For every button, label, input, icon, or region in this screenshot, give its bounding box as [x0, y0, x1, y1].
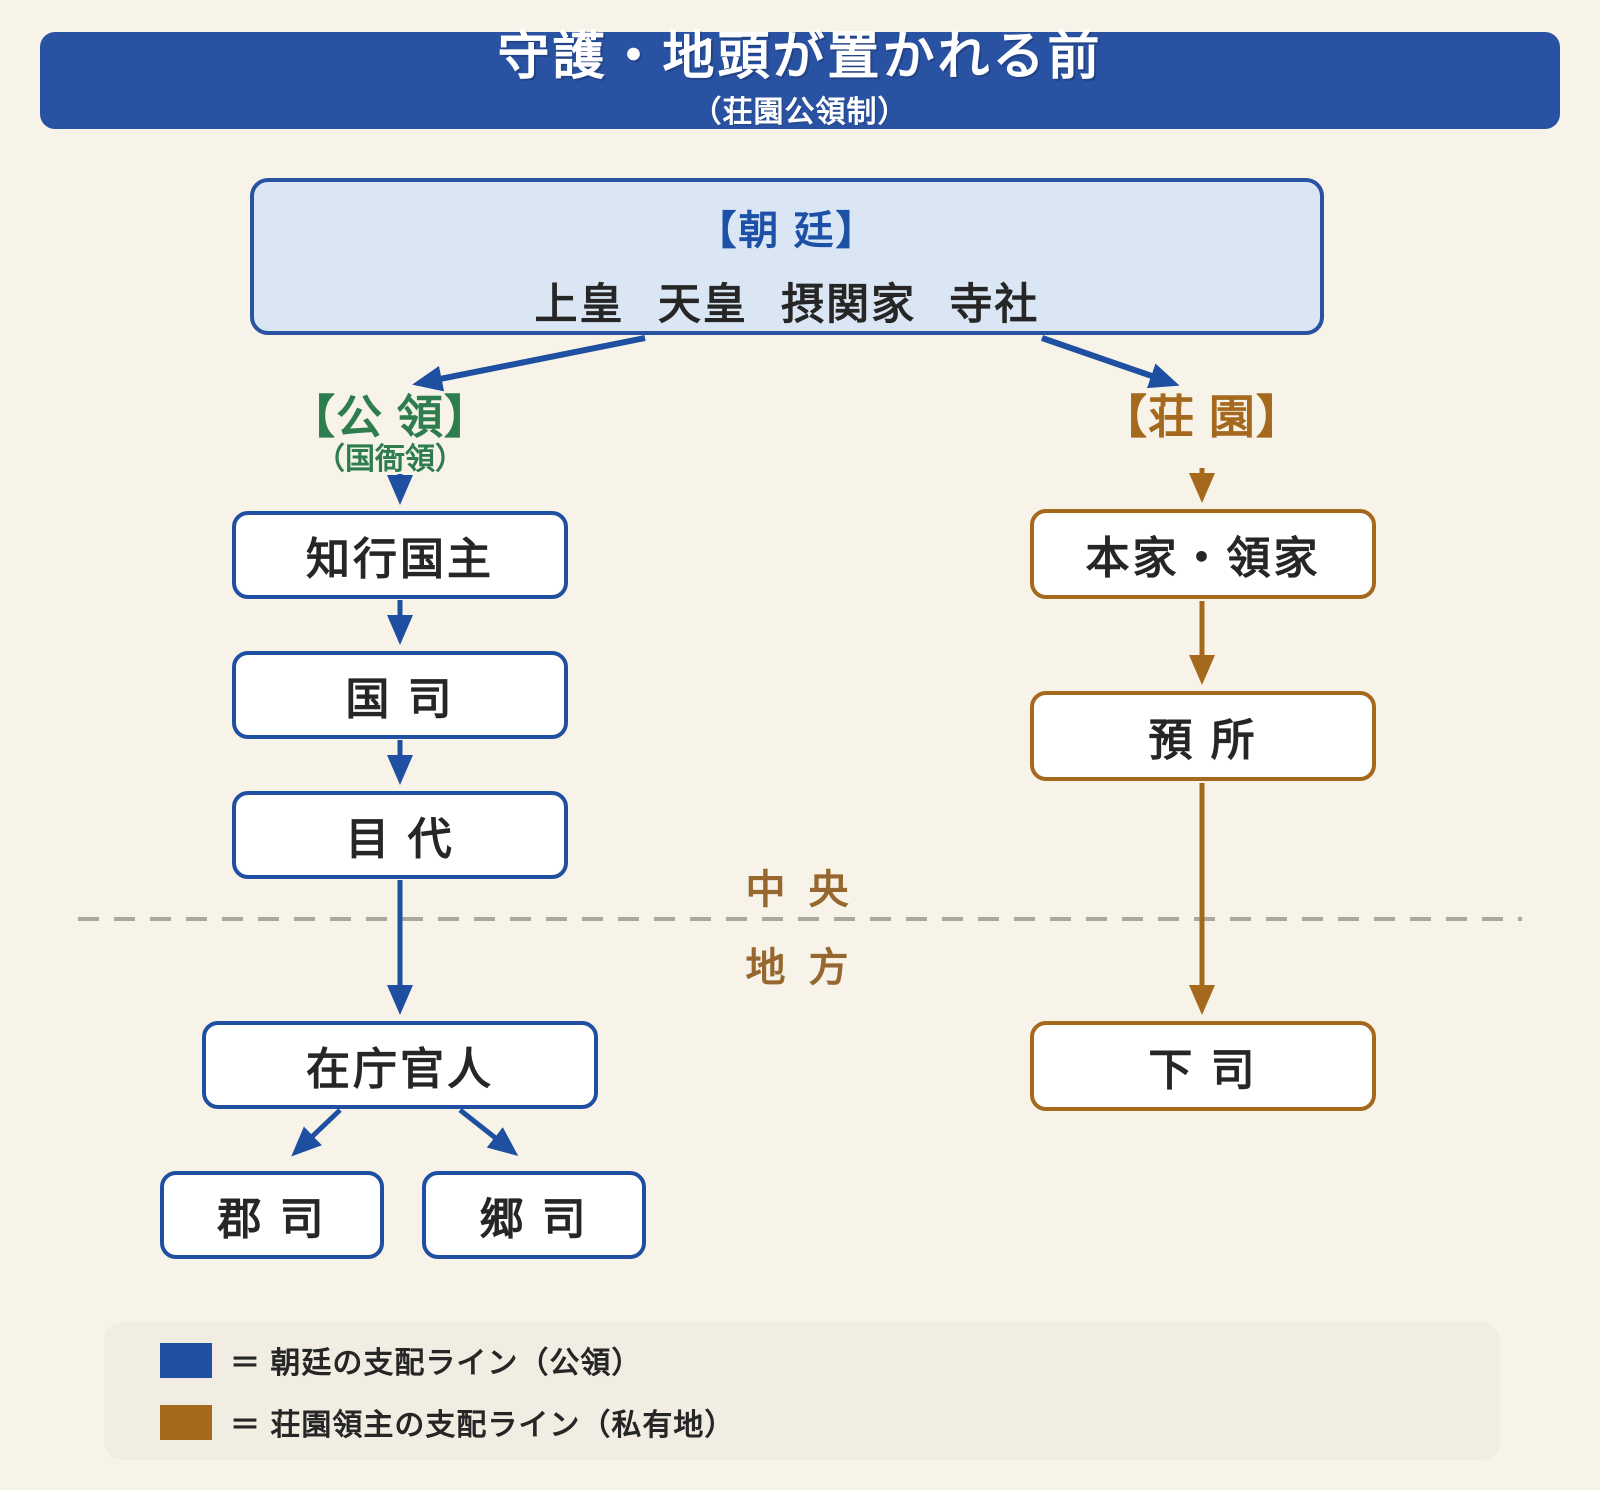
koryo-branch-sublabel: （国衙領） — [315, 443, 465, 476]
node-chigyokokushu: 知行国主 — [232, 511, 568, 599]
arrow-zaicho-to-goji — [458, 1108, 519, 1156]
legend-panel: ＝ 朝廷の支配ライン（公領） ＝ 荘園領主の支配ライン（私有地） — [104, 1322, 1500, 1460]
node-goji: 郷 司 — [422, 1171, 646, 1259]
shoen-branch-label: 【荘 園】 — [1101, 391, 1303, 443]
arrow-court-to-shoen — [1041, 335, 1180, 389]
legend-swatch-blue — [160, 1342, 212, 1378]
node-azukaridokoro: 預 所 — [1030, 691, 1376, 781]
node-honke-ryoke: 本家・領家 — [1030, 509, 1376, 599]
arrow-court-to-koryo — [412, 335, 646, 392]
title-bar: 守護・地頭が置かれる前 （荘園公領制） — [40, 27, 1560, 129]
court-members: 上皇 天皇 摂関家 寺社 — [534, 281, 1040, 329]
node-geshi: 下 司 — [1030, 1021, 1376, 1111]
court-box: 【朝 廷】 上皇 天皇 摂関家 寺社 — [250, 178, 1324, 335]
zone-label-regional: 地 方 — [745, 946, 855, 990]
node-zaichokanjin: 在庁官人 — [202, 1021, 598, 1109]
legend-item-court-line: ＝ 朝廷の支配ライン（公領） — [160, 1338, 1500, 1382]
legend-label-estate-line: ＝ 荘園領主の支配ライン（私有地） — [230, 1409, 736, 1442]
legend-label-court-line: ＝ 朝廷の支配ライン（公領） — [230, 1347, 643, 1380]
node-mokudai: 目 代 — [232, 791, 568, 879]
page-subtitle: （荘園公領制） — [691, 95, 909, 129]
legend-item-estate-line: ＝ 荘園領主の支配ライン（私有地） — [160, 1400, 1500, 1444]
koryo-branch-label: 【公 領】 — [289, 391, 491, 443]
node-gunji: 郡 司 — [160, 1171, 384, 1259]
node-kokushi: 国 司 — [232, 651, 568, 739]
legend-swatch-brown — [160, 1404, 212, 1440]
arrow-zaicho-to-gunji — [291, 1108, 342, 1157]
page-title: 守護・地頭が置かれる前 — [497, 27, 1103, 86]
court-heading: 【朝 廷】 — [696, 209, 878, 253]
zone-label-central: 中 央 — [745, 868, 855, 912]
